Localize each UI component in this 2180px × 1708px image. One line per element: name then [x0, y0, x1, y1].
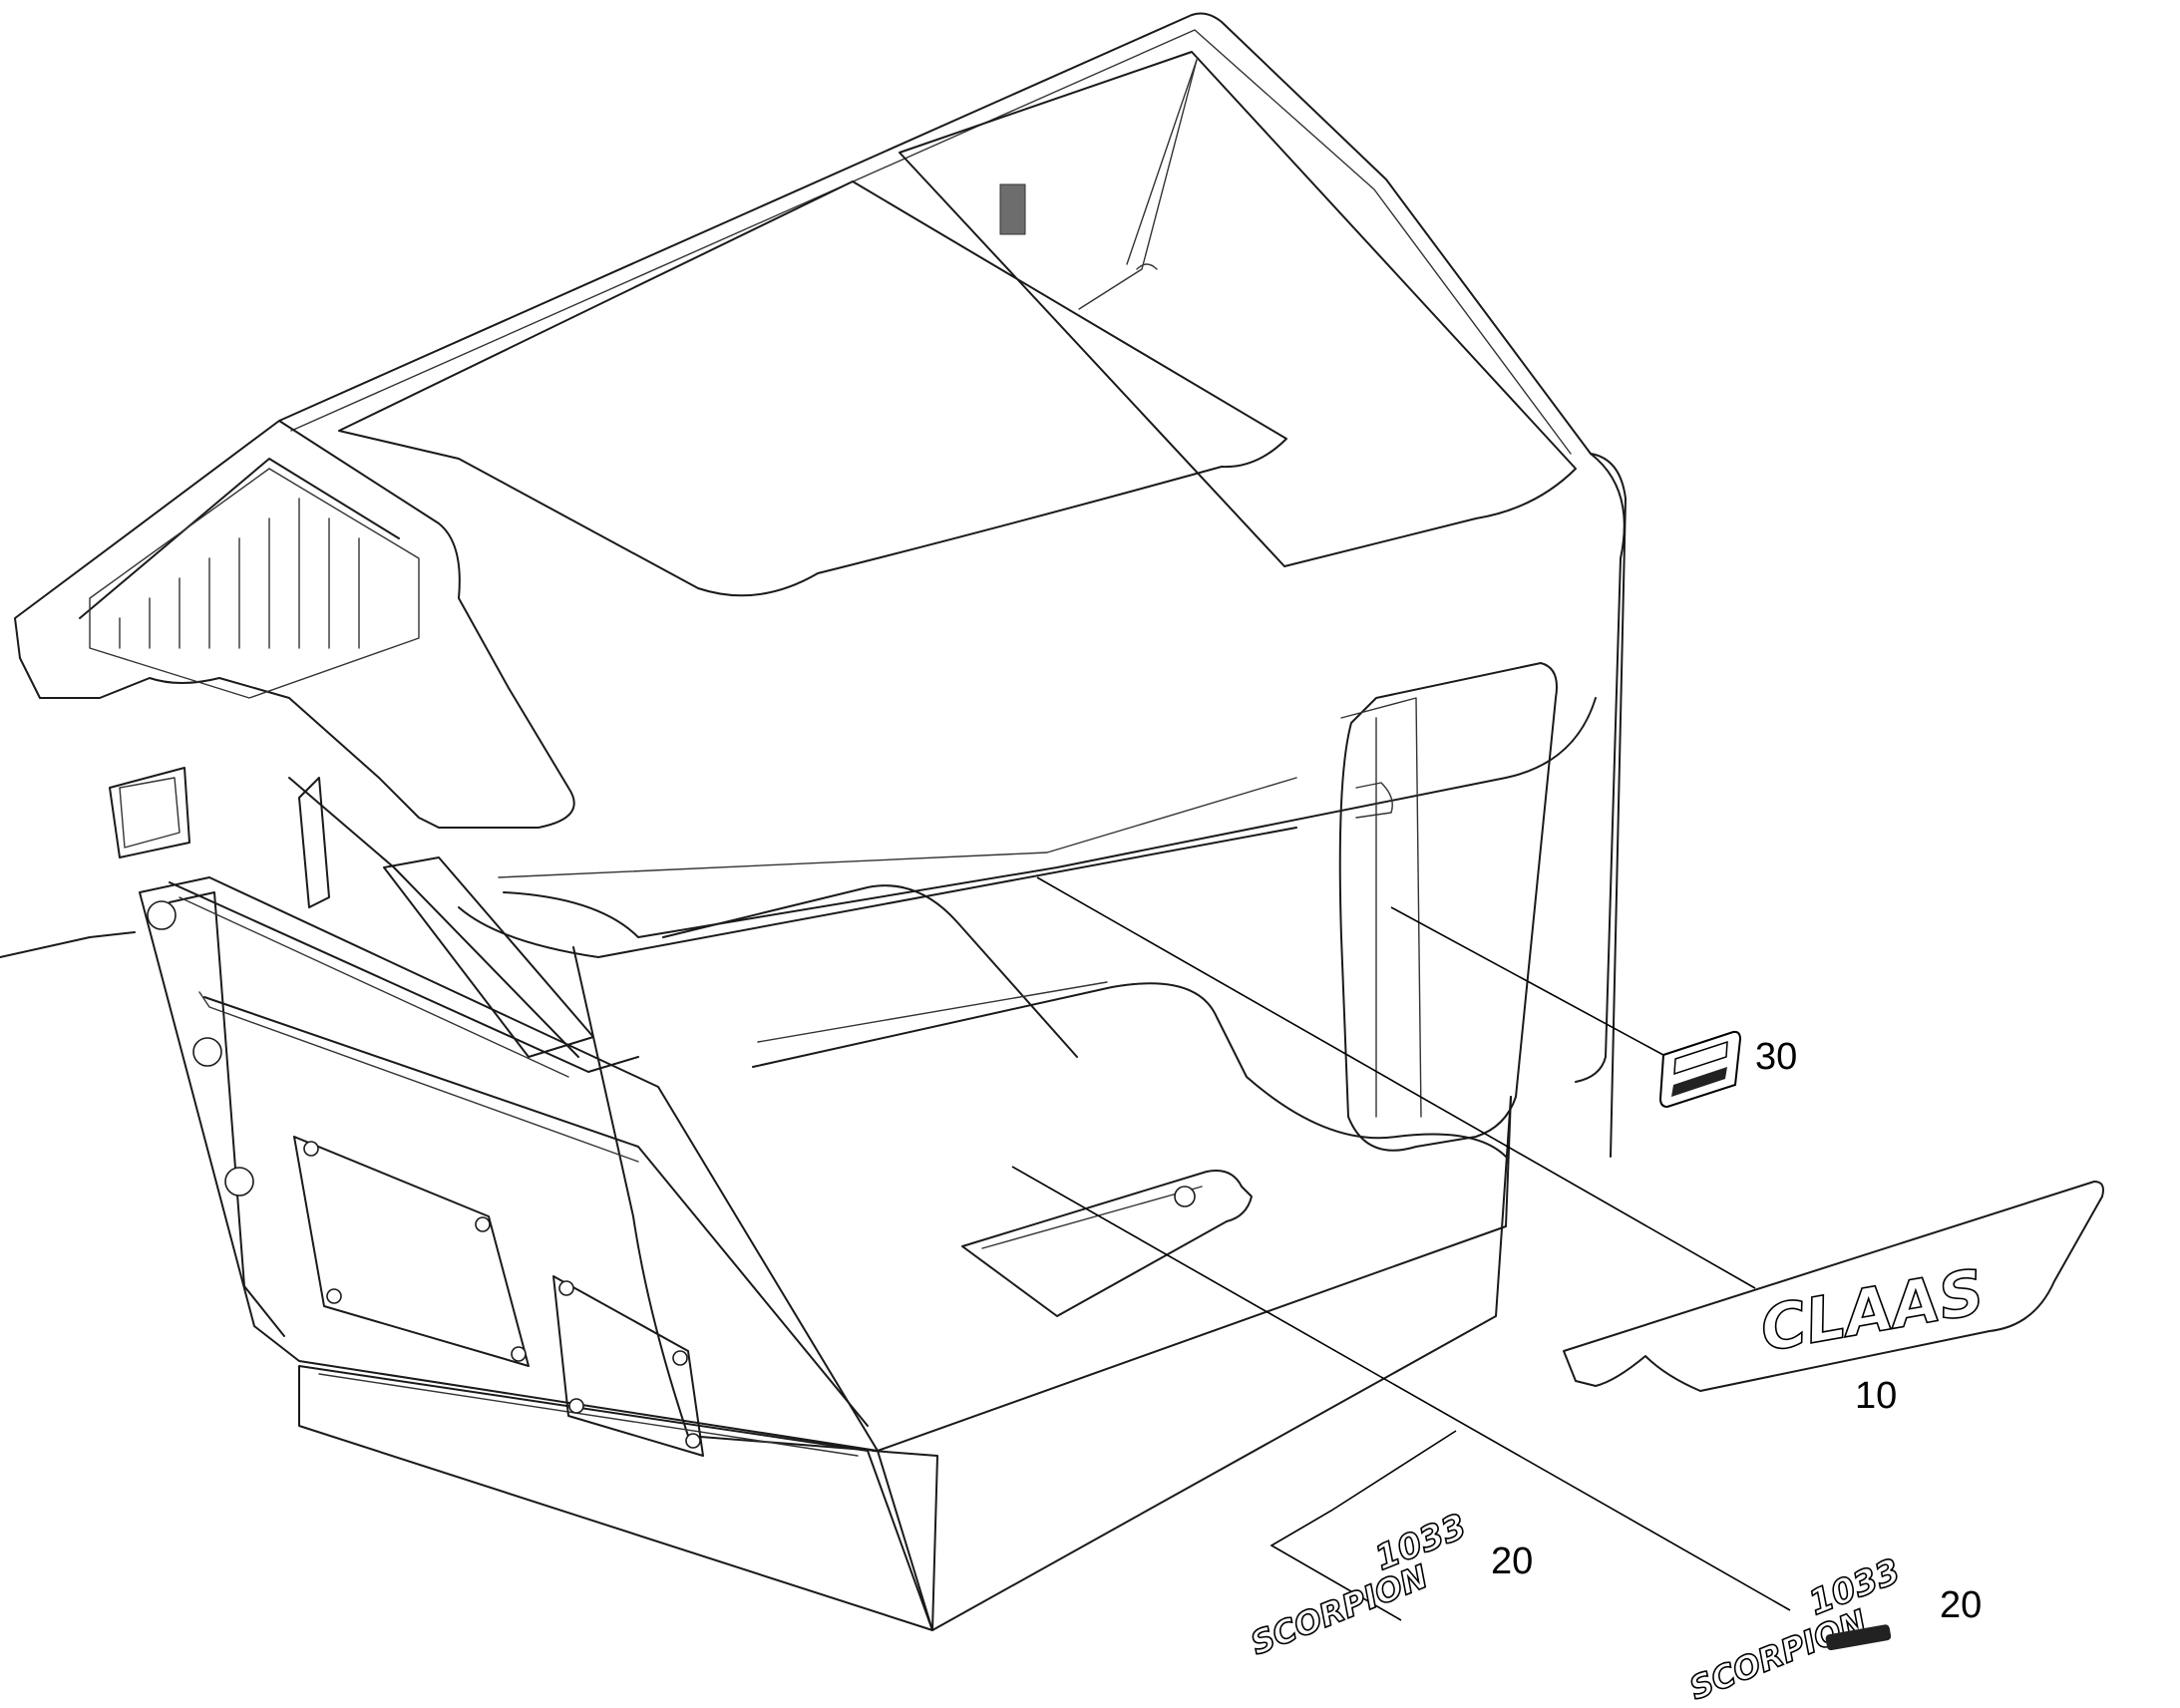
callout-20a: 20: [1491, 1540, 1533, 1582]
callout-10: 10: [1855, 1375, 1897, 1417]
callout-labels: 10 20 20 30: [1491, 1036, 1982, 1626]
leader-20b: [1011, 1166, 1791, 1611]
leader-30: [1390, 906, 1686, 1068]
grille: [89, 468, 420, 699]
decal-brand-text: CLAAS: [1755, 1255, 1990, 1366]
leader-10: [1036, 876, 1756, 1289]
decal-scorpion-a: 1033 SCORPION: [1245, 1506, 1473, 1663]
cab-body: [0, 12, 1627, 1631]
pillar-bolts: [147, 900, 254, 1196]
decal-30: [1658, 1030, 1742, 1109]
leader-20a: [1270, 1430, 1457, 1621]
decal-model-name-a: SCORPION: [1246, 1557, 1433, 1663]
callout-20b: 20: [1940, 1584, 1982, 1626]
decal-scorpion-b: 1033 SCORPION: [1683, 1550, 1907, 1708]
decal-claas: CLAAS: [1563, 1181, 2104, 1392]
decal-model-name-b: SCORPION: [1684, 1602, 1872, 1708]
leader-lines: [1011, 876, 1791, 1621]
callout-30: 30: [1755, 1036, 1797, 1078]
cover-bolts: [303, 1141, 701, 1449]
